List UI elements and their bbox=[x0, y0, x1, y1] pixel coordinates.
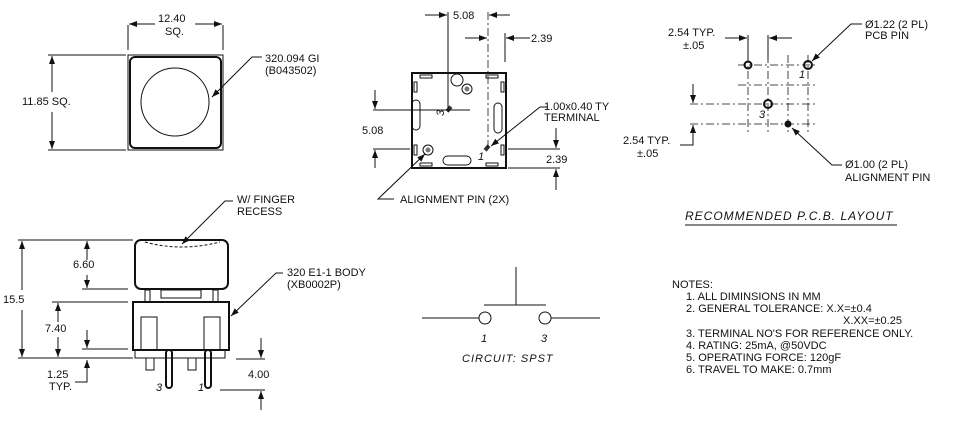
offset-h: 2.39 bbox=[531, 33, 552, 45]
grid-h-tol: ±.05 bbox=[683, 40, 704, 52]
foot-dim: 1.25 bbox=[47, 369, 68, 381]
offset-v: 2.39 bbox=[546, 154, 567, 166]
cap-height: 6.60 bbox=[73, 259, 94, 271]
note-2: 2. GENERAL TOLERANCE: X.X=±0.4 bbox=[686, 303, 872, 315]
alignment-pin-label: ALIGNMENT PIN (2X) bbox=[400, 194, 509, 206]
grid-v-dim: 2.54 TYP. bbox=[623, 135, 670, 147]
circuit-diagram: 1 3 CIRCUIT: SPST bbox=[422, 267, 600, 365]
width-sq: SQ. bbox=[165, 26, 184, 38]
pin3-label: 3 bbox=[435, 109, 447, 116]
note-3: 3. TERMINAL NO'S FOR REFERENCE ONLY. bbox=[686, 328, 913, 340]
circuit-pin1: 1 bbox=[481, 333, 487, 345]
circuit-label: CIRCUIT: SPST bbox=[462, 353, 554, 365]
align-pin-label: ALIGNMENT PIN bbox=[845, 172, 930, 184]
pcb-pin-dia: Ø1.22 (2 PL) bbox=[865, 19, 928, 31]
align-pin-dia: Ø1.00 (2 PL) bbox=[845, 159, 908, 171]
notes: NOTES: 1. ALL DIMINSIONS IN MM 2. GENERA… bbox=[672, 279, 913, 376]
pcb-pin1-label: 1 bbox=[799, 69, 805, 81]
pin1-label: 1 bbox=[478, 151, 484, 163]
body-code: (XB0002P) bbox=[287, 279, 341, 291]
pitch-h: 5.08 bbox=[453, 10, 474, 22]
cap-part: 320.094 GI bbox=[265, 53, 319, 65]
total-height: 15.5 bbox=[3, 294, 24, 306]
terminal-size: 1.00x0.40 TY bbox=[544, 101, 610, 113]
pcb-pin-label: PCB PIN bbox=[865, 30, 909, 42]
terminal-label: TERMINAL bbox=[544, 112, 600, 124]
recess-line1: W/ FINGER bbox=[237, 194, 295, 206]
note-2-cont: X.XX=±0.25 bbox=[843, 315, 902, 327]
body-part: 320 E1-1 BODY bbox=[287, 267, 367, 279]
pcb-pin3-label: 3 bbox=[759, 109, 766, 121]
circuit-pin3: 3 bbox=[541, 333, 548, 345]
side-view: 3 1 W/ FINGER RECESS 15.5 6.60 7.40 1.25… bbox=[3, 194, 367, 410]
notes-title: NOTES: bbox=[672, 279, 713, 291]
recess-line2: RECESS bbox=[237, 206, 282, 218]
width-dim: 12.40 bbox=[158, 13, 186, 25]
height-dim: 11.85 SQ. bbox=[22, 96, 71, 108]
top-view: 12.40 SQ. 11.85 SQ. 320.094 GI (B043502) bbox=[22, 13, 319, 151]
bottom-view: 3 1 5.08 2.39 5.08 2.39 1.00x0.40 TY TER… bbox=[362, 10, 610, 206]
note-4: 4. RATING: 25mA, @50VDC bbox=[686, 340, 827, 352]
body-height: 7.40 bbox=[45, 323, 66, 335]
side-pin3-label: 3 bbox=[156, 382, 163, 394]
pin-length: 4.00 bbox=[248, 369, 269, 381]
foot-typ: TYP. bbox=[49, 381, 72, 393]
grid-v-tol: ±.05 bbox=[637, 148, 658, 160]
cap-code: (B043502) bbox=[265, 65, 316, 77]
note-6: 6. TRAVEL TO MAKE: 0.7mm bbox=[686, 364, 832, 376]
pcb-layout-title: RECOMMENDED P.C.B. LAYOUT bbox=[685, 209, 894, 223]
note-5: 5. OPERATING FORCE: 120gF bbox=[686, 352, 841, 364]
pitch-v: 5.08 bbox=[362, 125, 383, 137]
note-1: 1. ALL DIMINSIONS IN MM bbox=[686, 291, 821, 303]
grid-h-dim: 2.54 TYP. bbox=[668, 27, 715, 39]
side-pin1-label: 1 bbox=[198, 382, 204, 394]
pcb-layout: 1 3 2.54 TYP. ±.05 2.54 TYP. ±.05 Ø1.22 … bbox=[623, 19, 930, 226]
